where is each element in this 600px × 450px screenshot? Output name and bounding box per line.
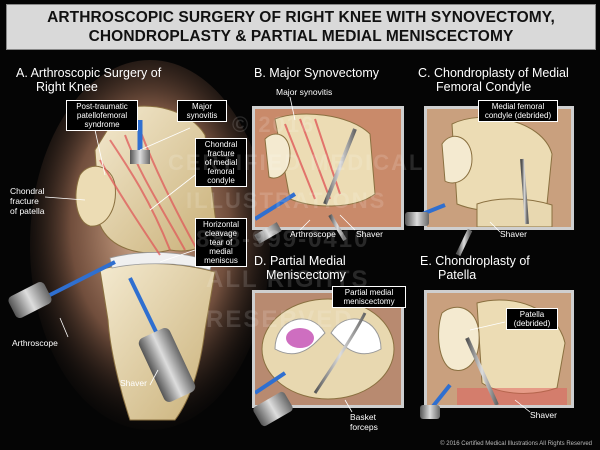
panel-e-title-line-2: Patella xyxy=(438,268,477,282)
box-chondral-fracture-condyle: Chondral fracture of medial femoral cond… xyxy=(195,138,247,187)
panel-b-knee-illustration xyxy=(255,109,401,227)
label-arthroscope-a: Arthroscope xyxy=(12,338,58,348)
box-meniscus-tear: Horizontal cleavage tear of medial menis… xyxy=(195,218,247,267)
watermark-line-1: © 2016 xyxy=(232,112,316,137)
box-major-synovitis: Major synovitis xyxy=(177,100,227,122)
panel-e-title-line-1: E. Chondroplasty of xyxy=(420,254,530,268)
box-patellofemoral-syndrome: Post-traumatic patellofemoral syndrome xyxy=(66,100,138,131)
title-banner: ARTHROSCOPIC SURGERY OF RIGHT KNEE WITH … xyxy=(6,4,596,50)
box-tear-line-3: tear of xyxy=(209,238,233,247)
top-probe-instrument xyxy=(130,120,150,164)
box-patella-debrided: Patella (debrided) xyxy=(506,308,558,330)
label-shaver-a: Shaver xyxy=(120,378,147,388)
box-synovitis-line-1: Major xyxy=(191,102,212,111)
panel-a-title-line-1: A. Arthroscopic Surgery of xyxy=(16,66,162,80)
panel-b-frame xyxy=(252,106,404,230)
panel-a-leader-lines xyxy=(44,127,196,386)
box-d-line-2: meniscectomy xyxy=(343,297,395,306)
box-tear-line-5: meniscus xyxy=(204,256,238,265)
title-line-2: CHONDROPLASTY & PARTIAL MEDIAL MENISCECT… xyxy=(88,28,514,45)
box-tear-line-4: medial xyxy=(209,247,233,256)
arthroscope-instrument xyxy=(8,260,116,319)
box-synovitis-line-2: synovitis xyxy=(186,111,218,120)
shaver-instrument xyxy=(128,277,196,402)
watermark-line-6: RESERVED xyxy=(206,306,354,333)
watermark-line-4: 888-999-0410 xyxy=(196,226,370,253)
panel-a-title-line-2: Right Knee xyxy=(36,80,98,94)
box-condyle-line-4: femoral xyxy=(207,167,235,176)
panel-c-title-line-2: Femoral Condyle xyxy=(436,80,532,94)
title-line-1: ARTHROSCOPIC SURGERY OF RIGHT KNEE WITH … xyxy=(47,9,555,26)
box-e-line-1: Patella xyxy=(519,310,545,319)
box-condyle-line-3: of medial xyxy=(204,158,238,167)
box-partial-medial-meniscectomy: Partial medial meniscectomy xyxy=(332,286,406,308)
watermark-line-5: ALL RIGHTS xyxy=(206,266,370,293)
panel-b-title: B. Major Synovectomy xyxy=(254,66,380,80)
label-patella-line-2: fracture xyxy=(10,196,39,206)
label-forceps-line-2: forceps xyxy=(350,422,378,432)
label-shaver-e: Shaver xyxy=(530,410,557,420)
box-condyle-line-2: fracture xyxy=(207,149,235,158)
label-shaver-c: Shaver xyxy=(500,229,527,239)
label-shaver-b: Shaver xyxy=(356,229,383,239)
box-e-line-2: (debrided) xyxy=(513,319,551,328)
box-condyle-line-5: condyle xyxy=(207,176,235,185)
box-syndrome-line-1: Post-traumatic xyxy=(76,102,128,111)
watermark-line-2: CERTIFIED MEDICAL xyxy=(168,150,425,175)
box-d-line-1: Partial medial xyxy=(344,288,394,297)
box-syndrome-line-3: syndrome xyxy=(84,120,120,129)
panel-c-title-line-1: C. Chondroplasty of Medial xyxy=(418,66,569,80)
panel-d-title-line-1: D. Partial Medial xyxy=(254,254,346,268)
label-patella-line-3: of patella xyxy=(10,206,45,216)
panel-d-meniscus-illustration xyxy=(255,293,401,405)
label-patella-line-1: Chondral xyxy=(10,186,45,196)
label-arthroscope-b: Arthroscope xyxy=(290,229,336,239)
synovitis-inflammation xyxy=(99,129,201,256)
label-basket-forceps: Basket forceps xyxy=(350,412,378,432)
box-condyle-line-1: Chondral xyxy=(204,140,238,149)
patella-bone xyxy=(75,165,116,227)
box-syndrome-line-2: patellofemoral xyxy=(76,111,128,120)
label-forceps-line-1: Basket xyxy=(350,412,376,422)
box-tear-line-1: Horizontal xyxy=(202,220,239,229)
box-c-line-1: Medial femoral xyxy=(491,102,545,111)
copyright-notice: © 2016 Certified Medical Illustrations A… xyxy=(440,441,592,447)
box-tear-line-2: cleavage xyxy=(204,229,238,238)
panel-d-frame xyxy=(252,290,404,408)
box-c-line-2: condyle (debrided) xyxy=(484,111,552,120)
box-medial-femoral-condyle-debrided: Medial femoral condyle (debrided) xyxy=(478,100,558,122)
watermark-line-3: ILLUSTRATIONS xyxy=(186,188,387,213)
label-chondral-fracture-patella: Chondral fracture of patella xyxy=(10,186,45,216)
label-major-synovitis-b: Major synovitis xyxy=(276,87,333,97)
panel-d-title-line-2: Meniscectomy xyxy=(266,268,346,282)
